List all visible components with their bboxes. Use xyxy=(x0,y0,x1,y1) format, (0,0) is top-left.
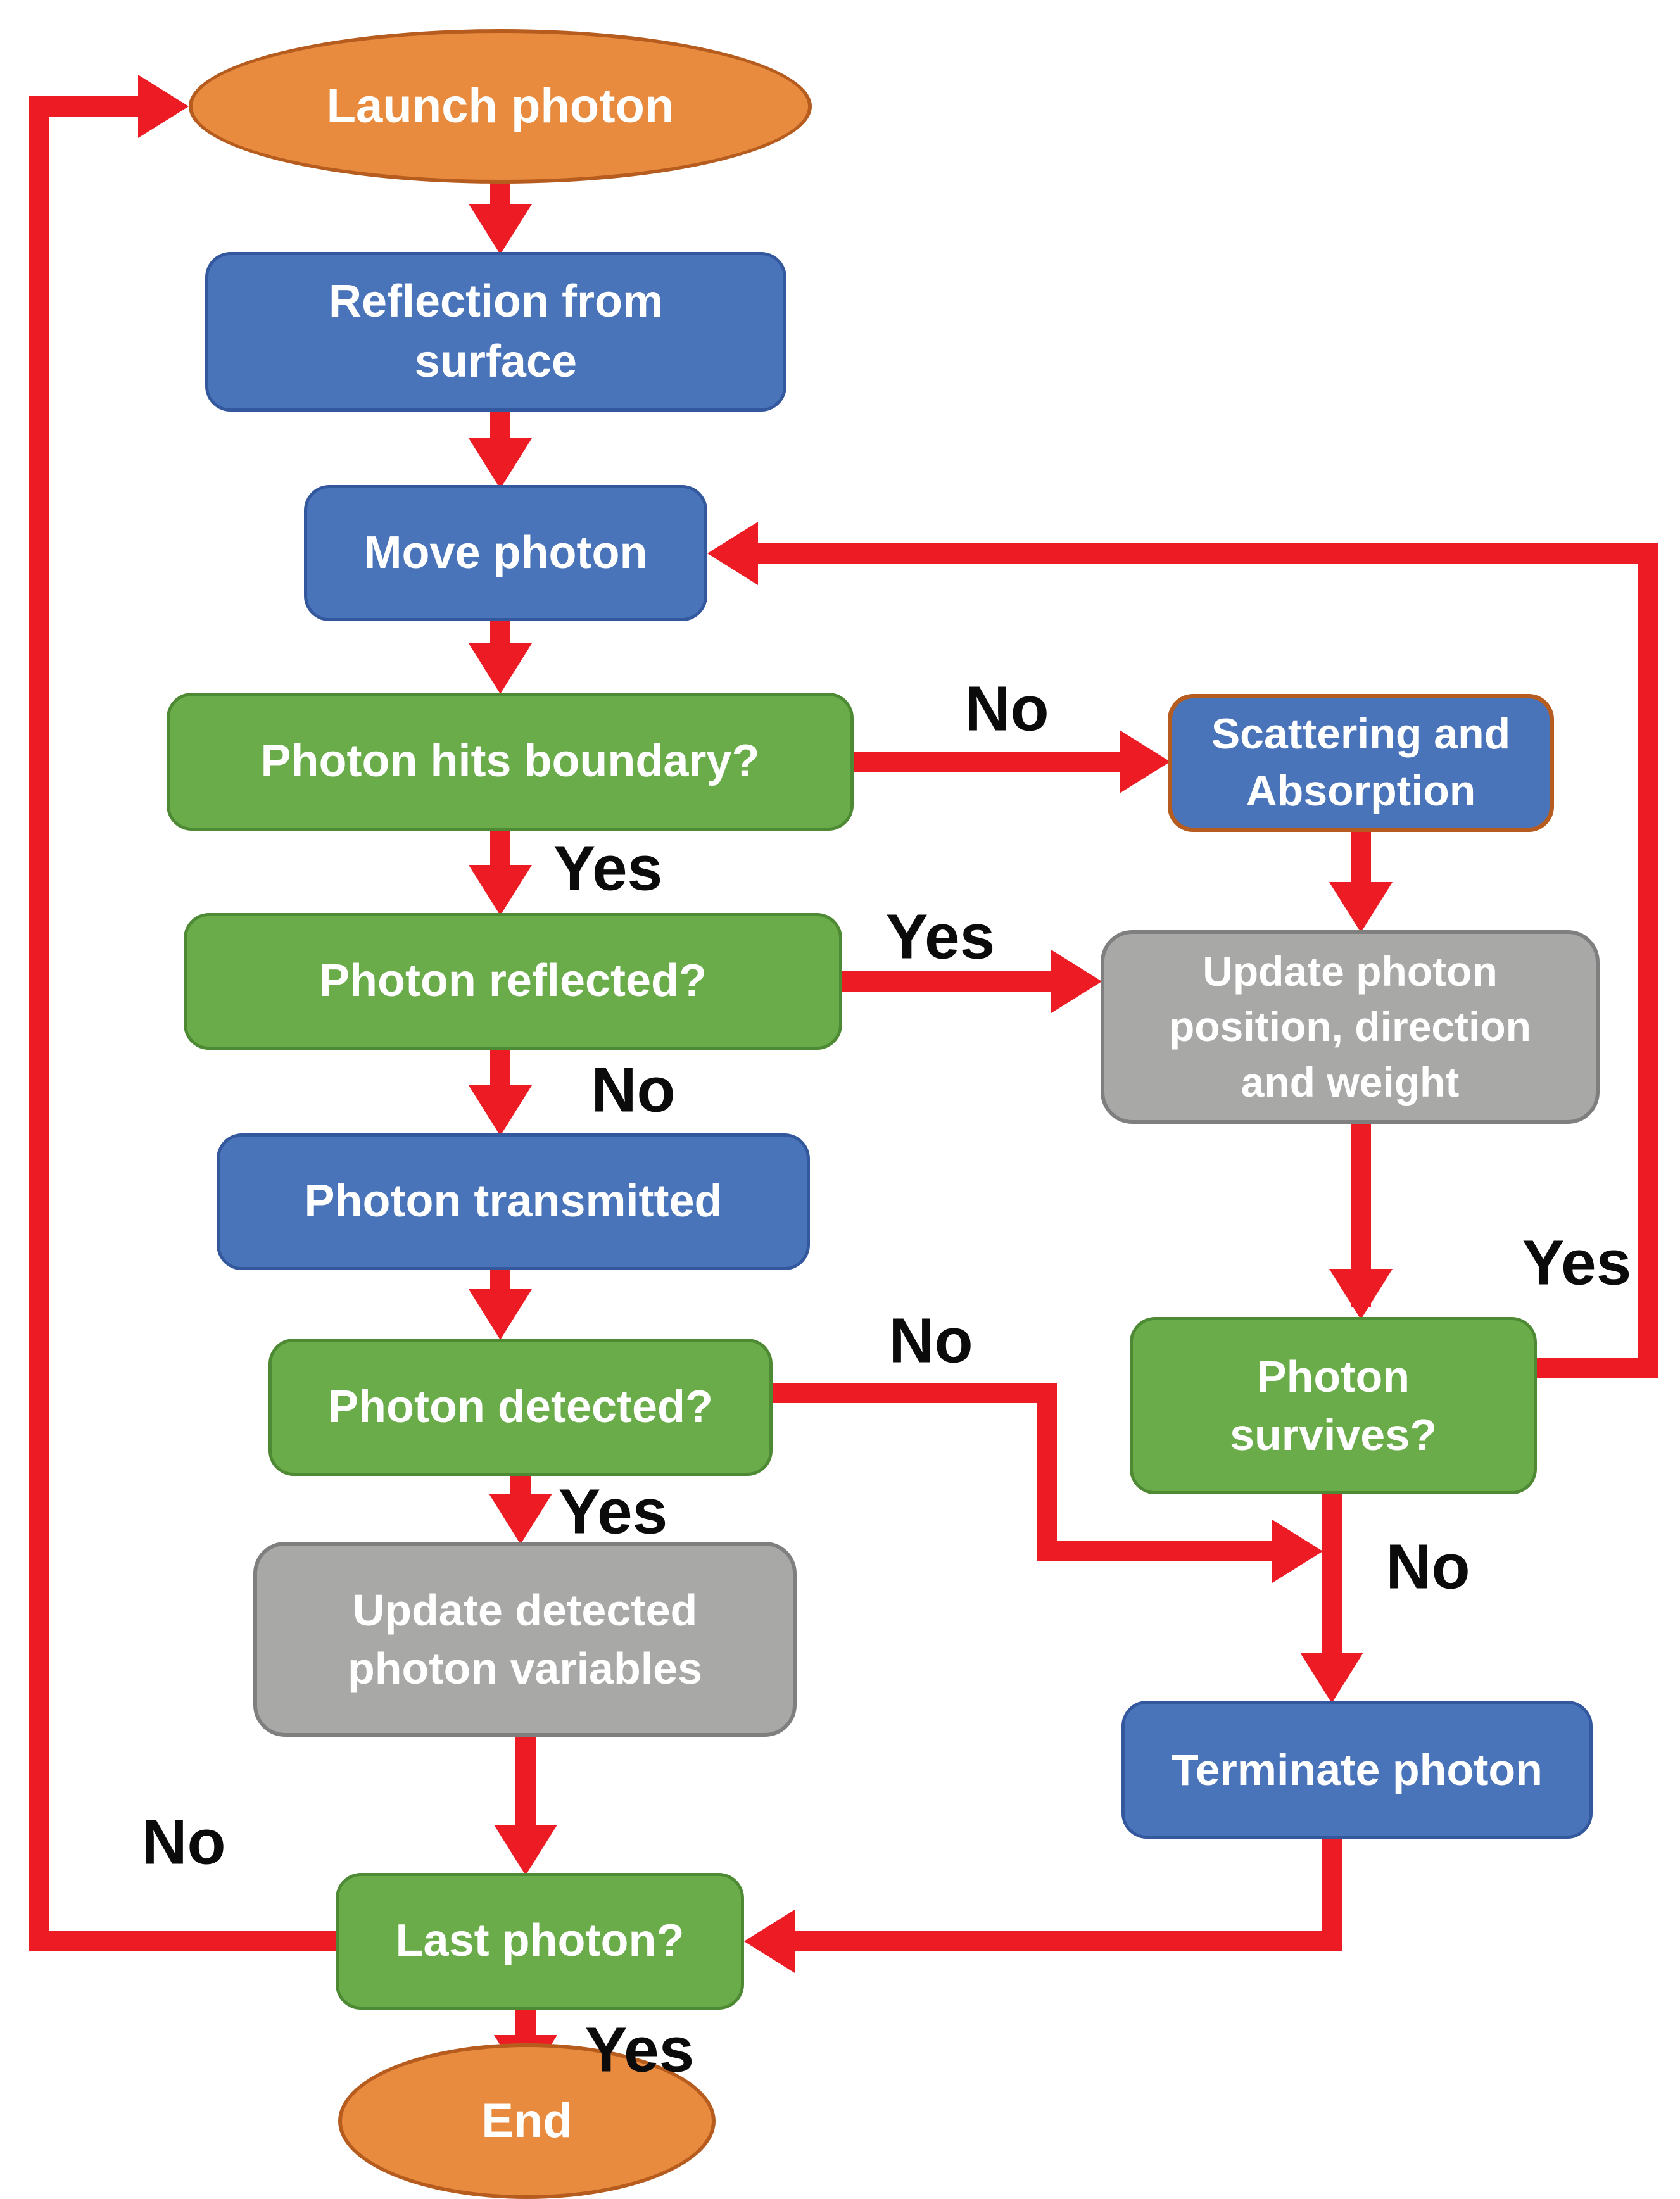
edge-launch-arrowhead xyxy=(138,75,189,138)
node-photon-survives: Photon survives? xyxy=(1130,1317,1537,1494)
edge-move-arrowhead xyxy=(707,522,758,585)
edge-detected-yes-arrowhead xyxy=(489,1494,552,1544)
edge-survives-no-line xyxy=(1322,1494,1342,1659)
node-scattering-absorption: Scattering and Absorption xyxy=(1168,694,1554,832)
label-boundary-no: No xyxy=(964,673,1049,745)
node-end: End xyxy=(338,2043,716,2199)
label-boundary-yes: Yes xyxy=(553,833,663,904)
edge-survives-yes-vertical-line xyxy=(1638,543,1658,1378)
label-survives-no: No xyxy=(1386,1531,1470,1603)
edge-last-no-bottom-line xyxy=(29,1931,336,1951)
node-move-photon: Move photon xyxy=(304,485,707,621)
node-photon-reflected: Photon reflected? xyxy=(184,913,842,1050)
node-update-detected-variables: Update detected photon variables xyxy=(253,1542,797,1737)
edge-scattering-update-arrowhead xyxy=(1329,882,1393,933)
edge-detected-no-line-2 xyxy=(1037,1383,1057,1561)
edge-last-no-top-line xyxy=(29,96,146,117)
edge-terminate-last-arrowhead xyxy=(744,1910,795,1973)
edge-reflected-yes-line xyxy=(842,971,1058,992)
edge-boundary-no-line xyxy=(854,752,1126,772)
label-detected-no: No xyxy=(888,1305,973,1377)
node-terminate-photon: Terminate photon xyxy=(1121,1701,1593,1839)
node-update-photon-position: Update photon position, direction and we… xyxy=(1101,930,1600,1124)
edge-terminate-last-line xyxy=(789,1931,1342,1951)
node-launch-photon: Launch photon xyxy=(189,29,812,184)
label-survives-yes: Yes xyxy=(1522,1227,1632,1299)
edge-boundary-yes-line xyxy=(490,831,510,869)
edge-transmitted-detected-arrowhead xyxy=(469,1289,532,1340)
edge-survives-yes-top-line xyxy=(750,543,1658,564)
edge-reflection-move-arrowhead xyxy=(469,438,532,489)
edge-update-last-arrowhead xyxy=(494,1825,557,1875)
edge-survives-yes-connector-line xyxy=(1537,1358,1658,1378)
node-reflection-from-surface: Reflection from surface xyxy=(205,252,786,412)
edge-detected-no-line-1 xyxy=(773,1383,1057,1403)
edge-launch-reflection-arrowhead xyxy=(469,204,532,255)
edge-detected-no-line-3 xyxy=(1037,1541,1279,1561)
node-last-photon: Last photon? xyxy=(336,1873,744,2010)
edge-move-boundary-arrowhead xyxy=(469,643,532,694)
label-last-no: No xyxy=(141,1806,226,1878)
node-photon-hits-boundary: Photon hits boundary? xyxy=(167,693,854,831)
node-photon-detected: Photon detected? xyxy=(268,1339,773,1476)
edge-reflected-no-line xyxy=(490,1050,510,1091)
edge-boundary-yes-arrowhead xyxy=(469,865,532,916)
label-detected-yes: Yes xyxy=(558,1476,668,1547)
edge-boundary-no-arrowhead xyxy=(1120,730,1170,793)
label-reflected-no: No xyxy=(591,1054,676,1126)
label-last-yes: Yes xyxy=(584,2014,695,2086)
edge-update-last-line xyxy=(515,1737,536,1829)
edge-survives-no-arrowhead xyxy=(1300,1653,1363,1703)
edge-detected-no-arrowhead xyxy=(1272,1520,1323,1583)
edge-reflected-yes-arrowhead xyxy=(1051,950,1102,1013)
edge-scattering-update-line xyxy=(1351,832,1371,889)
node-photon-transmitted: Photon transmitted xyxy=(217,1133,810,1270)
edge-reflection-move-line xyxy=(490,412,510,443)
edge-update-survives-arrowhead xyxy=(1329,1269,1393,1320)
edge-last-no-vertical-line xyxy=(29,96,49,1951)
label-reflected-yes: Yes xyxy=(885,901,995,973)
edge-reflected-no-arrowhead xyxy=(469,1085,532,1136)
